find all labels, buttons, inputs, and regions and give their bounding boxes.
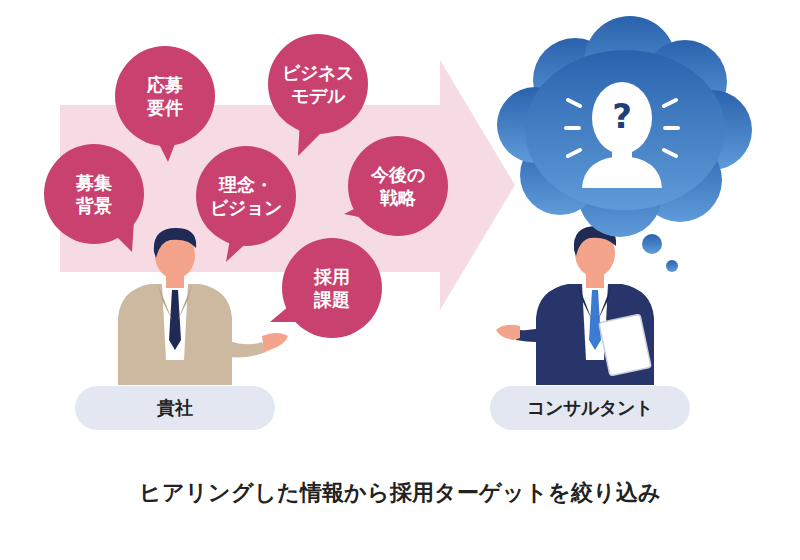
pill-text: コンサルタント: [527, 396, 653, 420]
speech-bubble: 採用 課題: [282, 238, 382, 338]
speech-bubble: ビジネス モデル: [268, 34, 368, 134]
label-pill: コンサルタント: [490, 386, 690, 430]
client-person: [118, 228, 288, 385]
consultant-person: [496, 226, 654, 385]
question-mark: ?: [612, 99, 632, 133]
pill-text: 貴社: [157, 396, 193, 420]
caption: ヒアリングした情報から採用ターゲットを絞り込み: [0, 478, 800, 508]
bubble-text: 理念・ ビジョン: [210, 173, 282, 220]
bubble-text: 募集 背景: [76, 171, 112, 218]
bubble-text: 応募 要件: [147, 73, 183, 120]
speech-bubble: 今後の 戦略: [348, 136, 448, 236]
bubble-text: ビジネス モデル: [282, 61, 354, 108]
bubble-text: 採用 課題: [314, 265, 350, 312]
speech-bubble: 応募 要件: [115, 46, 215, 146]
unknown-silhouette: [566, 82, 678, 188]
speech-bubble: 理念・ ビジョン: [196, 146, 296, 246]
bubble-text: 今後の 戦略: [371, 163, 425, 210]
label-pill: 貴社: [75, 386, 275, 430]
thought-cloud: [497, 16, 752, 272]
speech-bubble: 募集 背景: [44, 144, 144, 244]
